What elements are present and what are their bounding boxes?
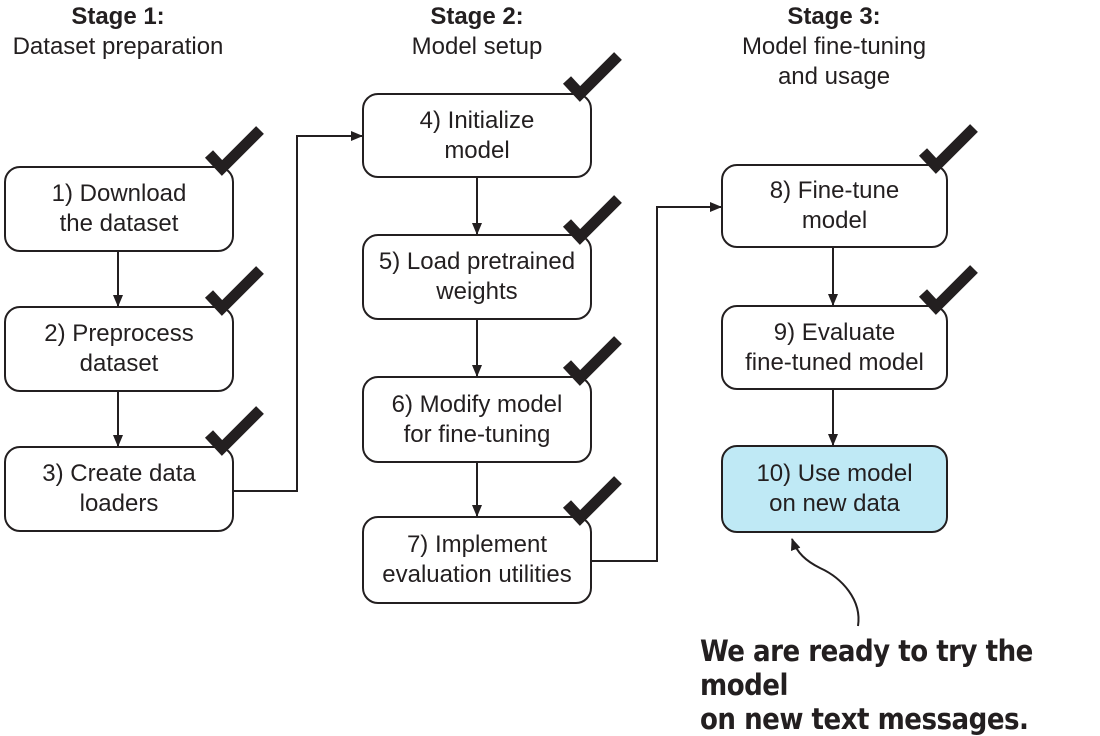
step-9-label: 9) Evaluate fine-tuned model xyxy=(745,318,924,376)
step-2-label: 2) Preprocess dataset xyxy=(44,320,194,377)
checkmark-icon xyxy=(562,336,622,386)
checkmark-icon xyxy=(204,126,264,176)
stage-1-heading: Stage 1: Dataset preparation xyxy=(0,2,236,62)
step-create-data-loaders: 3) Create data loaders xyxy=(4,446,234,532)
step-download-dataset: 1) Download the dataset xyxy=(4,166,234,252)
checkmark-icon xyxy=(562,52,622,102)
arrow-7-to-8 xyxy=(592,202,722,562)
step-8-label: 8) Fine-tune model xyxy=(769,177,900,234)
flow-connectors xyxy=(113,131,860,627)
step-use-model-on-new-data: 10) Use model on new data xyxy=(721,445,948,533)
step-7-label: 7) Implement evaluation utilities xyxy=(382,531,572,588)
step-modify-model: 6) Modify model for fine-tuning xyxy=(362,376,592,463)
ready-annotation: We are ready to try the model on new tex… xyxy=(700,634,1033,736)
step-10-label: 10) Use model on new data xyxy=(756,460,913,517)
step-load-pretrained-weights: 5) Load pretrained weights xyxy=(362,234,592,320)
checkmark-icon xyxy=(918,265,978,315)
step-3-label: 3) Create data loaders xyxy=(42,460,196,517)
stage-2-subtitle: Model setup xyxy=(411,33,543,60)
checkmark-icon xyxy=(562,476,622,526)
step-evaluate-fine-tuned-model: 9) Evaluate fine-tuned model xyxy=(721,305,948,390)
checkmark-icon xyxy=(918,124,978,174)
stage-3-title: Stage 3: xyxy=(787,3,881,30)
step-implement-evaluation-utilities: 7) Implement evaluation utilities xyxy=(362,516,592,604)
step-initialize-model: 4) Initialize model xyxy=(362,93,592,178)
stage-1-subtitle: Dataset preparation xyxy=(12,33,224,60)
stage-1-title: Stage 1: xyxy=(71,3,165,30)
checkmark-icon xyxy=(204,266,264,316)
step-1-label: 1) Download the dataset xyxy=(51,180,187,237)
step-6-label: 6) Modify model for fine-tuning xyxy=(391,390,563,448)
checkmark-icon xyxy=(562,195,622,245)
step-4-label: 4) Initialize model xyxy=(419,106,535,164)
step-preprocess-dataset: 2) Preprocess dataset xyxy=(4,306,234,392)
stage-3-heading: Stage 3: Model fine-tuning and usage xyxy=(718,2,950,92)
annotation-pointer xyxy=(790,538,860,627)
arrow-3-to-4 xyxy=(233,131,363,492)
stage-2-title: Stage 2: xyxy=(430,3,524,30)
stage-2-heading: Stage 2: Model setup xyxy=(370,2,584,62)
checkmark-icon xyxy=(204,406,264,456)
step-5-label: 5) Load pretrained weights xyxy=(378,248,576,305)
step-fine-tune-model: 8) Fine-tune model xyxy=(721,164,948,248)
stage-3-subtitle: Model fine-tuning and usage xyxy=(741,33,927,90)
